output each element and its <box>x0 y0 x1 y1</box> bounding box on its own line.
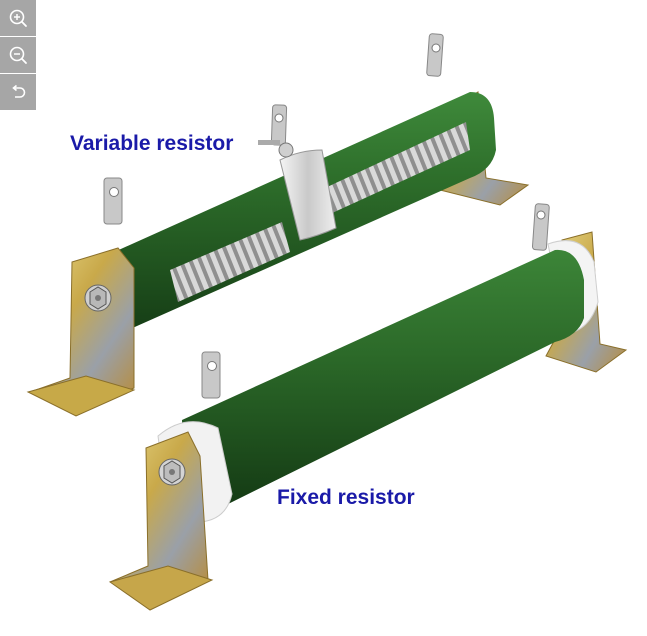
zoom-out-icon <box>9 46 27 64</box>
undo-icon <box>12 84 26 98</box>
zoom-in-icon <box>9 9 27 27</box>
variable-resistor-label: Variable resistor <box>70 132 234 155</box>
fixed-resistor-label: Fixed resistor <box>277 486 415 509</box>
zoom-in-button[interactable] <box>0 0 36 36</box>
zoom-out-button[interactable] <box>0 37 36 73</box>
viewer-toolbar <box>0 0 36 111</box>
reset-button[interactable] <box>0 74 36 110</box>
